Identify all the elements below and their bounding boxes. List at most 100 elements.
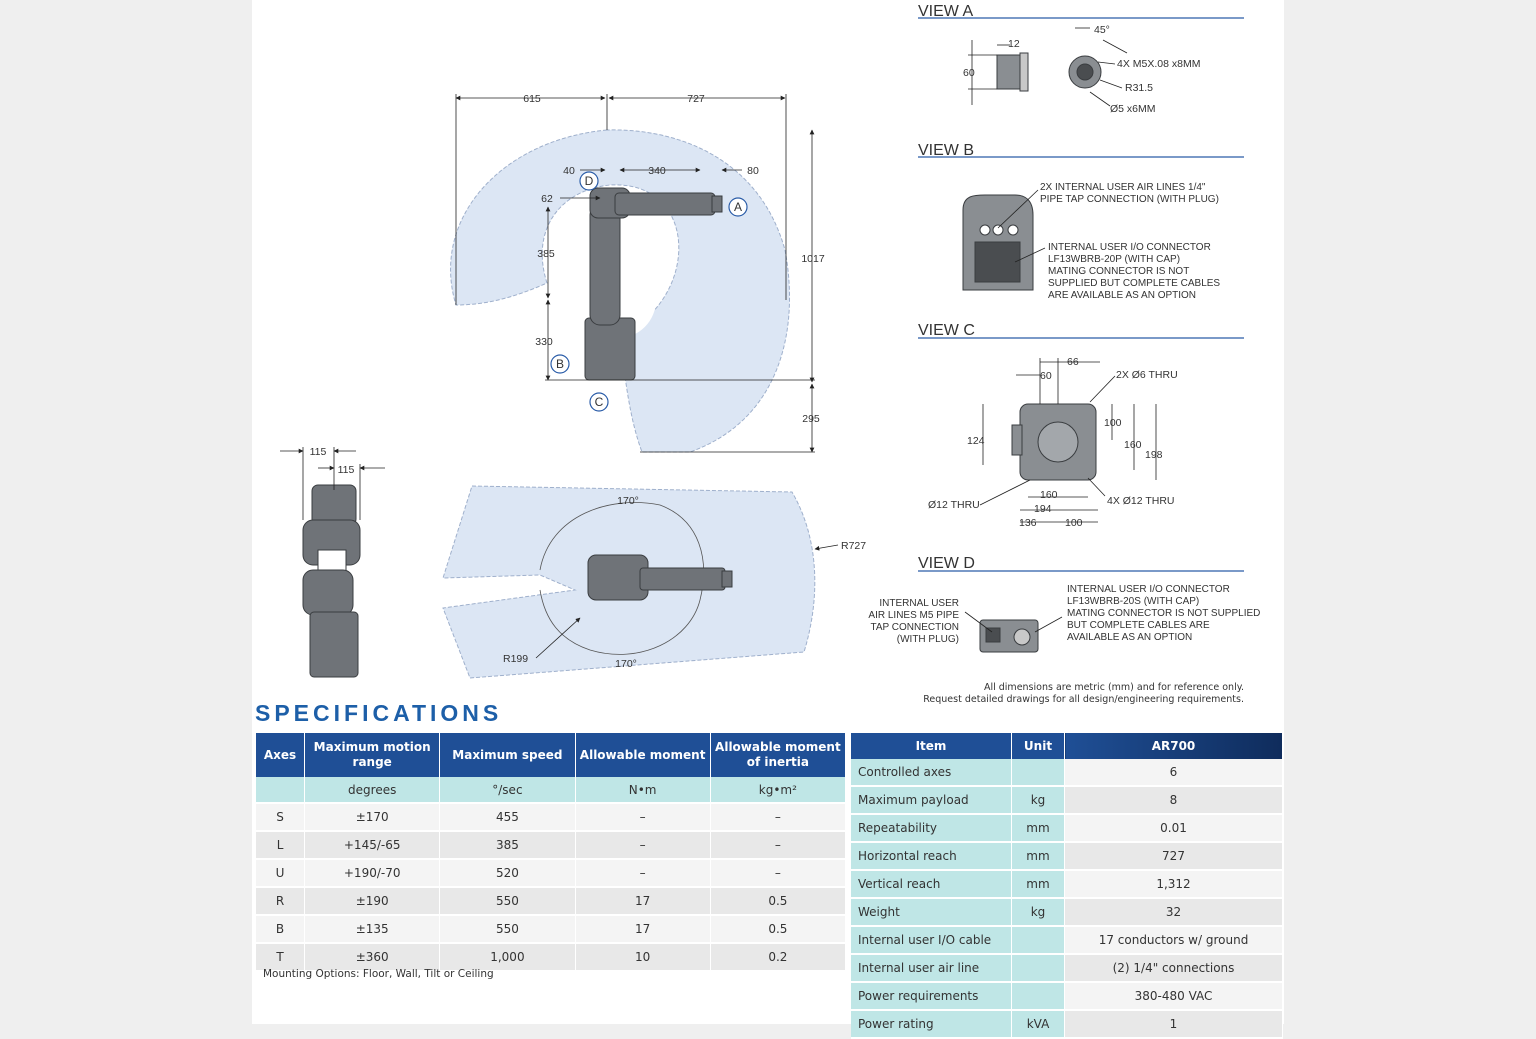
- robot-technical-drawing: 615 727 40 340 80 62 385 330 1017 295 A …: [280, 3, 1260, 679]
- table-cell: ±170: [304, 803, 441, 832]
- view-d-right-line3: MATING CONNECTOR IS NOT SUPPLIED: [1067, 608, 1260, 619]
- header-allowable-moment: Allowable moment: [575, 733, 711, 777]
- table-row: L +145/-65 385 – –: [256, 831, 847, 860]
- dim-295: 295: [802, 413, 820, 425]
- top-angle-170-bottom: 170°: [615, 658, 637, 670]
- view-c-dim-4x-12-thru: 4X Ø12 THRU: [1107, 495, 1175, 507]
- view-c-dim-136: 136: [1019, 517, 1037, 529]
- view-b-io-note-line2: LF13WBRB-20P (WITH CAP): [1048, 254, 1180, 265]
- view-d-right-line2: LF13WBRB-20S (WITH CAP): [1067, 596, 1199, 607]
- spec-value: 17 conductors w/ ground: [1064, 926, 1283, 955]
- robot-top-body: [587, 554, 733, 601]
- table-cell: 455: [439, 803, 576, 832]
- spec-item: Weight: [851, 898, 1012, 927]
- dimensions-note-line2: Request detailed drawings for all design…: [923, 694, 1244, 705]
- table-row: U +190/-70 520 – –: [256, 859, 847, 888]
- view-c-dim-160-bottom: 160: [1040, 489, 1058, 501]
- mounting-options-note: Mounting Options: Floor, Wall, Tilt or C…: [263, 968, 494, 980]
- spec-unit: mm: [1011, 814, 1065, 843]
- view-b-io-note-line5: ARE AVAILABLE AS AN OPTION: [1048, 290, 1196, 301]
- view-c-dim-12-thru: Ø12 THRU: [928, 499, 980, 511]
- table-cell: –: [575, 831, 711, 860]
- axis-name: T: [256, 943, 306, 972]
- spec-item: Horizontal reach: [851, 842, 1012, 871]
- table-cell: ±190: [304, 887, 441, 916]
- header-model: AR700: [1064, 733, 1283, 759]
- spec-value: 32: [1064, 898, 1283, 927]
- table-cell: ±135: [304, 915, 441, 944]
- spec-unit: mm: [1011, 870, 1065, 899]
- table-cell: –: [710, 859, 847, 888]
- view-a-dim-60: 60: [963, 67, 975, 79]
- table-cell: 385: [439, 831, 576, 860]
- top-inner-radius: R199: [503, 653, 528, 665]
- dim-615: 615: [523, 93, 541, 105]
- spec-item: Maximum payload: [851, 786, 1012, 815]
- robot-side-body: [584, 187, 723, 381]
- table-cell: 550: [439, 887, 576, 916]
- view-a-note-radius: R31.5: [1125, 82, 1153, 94]
- axis-name: R: [256, 887, 306, 916]
- table-cell: –: [575, 859, 711, 888]
- view-c-dim-66: 66: [1067, 356, 1079, 368]
- spec-value: 727: [1064, 842, 1283, 871]
- front-view: 115 115: [280, 446, 385, 678]
- unit-cell: kg•m²: [710, 777, 847, 804]
- view-d: VIEW D INTERNAL USER AIR LINES M5 PIPE T…: [868, 555, 1260, 653]
- view-d-right-line5: AVAILABLE AS AN OPTION: [1067, 632, 1192, 643]
- table-cell: +145/-65: [304, 831, 441, 860]
- table-row: R ±190 550 17 0.5: [256, 887, 847, 916]
- dim-385: 385: [537, 248, 555, 260]
- spec-value: 380-480 VAC: [1064, 982, 1283, 1011]
- header-max-speed: Maximum speed: [439, 733, 576, 777]
- table-cell: 0.2: [710, 943, 847, 972]
- view-a-angle: 45°: [1094, 24, 1110, 36]
- dimensions-note-line1: All dimensions are metric (mm) and for r…: [983, 682, 1244, 693]
- axis-name: U: [256, 859, 306, 888]
- product-spec-table: Item Unit AR700 Controlled axes 6 Maximu…: [851, 733, 1283, 1039]
- header-allowable-inertia: Allowable moment of inertia: [710, 733, 847, 777]
- header-item: Item: [851, 733, 1012, 759]
- view-a-note-hole: Ø5 x6MM: [1110, 103, 1156, 115]
- table-row: Repeatability mm 0.01: [851, 814, 1283, 843]
- view-c-dim-194: 194: [1034, 503, 1052, 515]
- marker-c: C: [595, 395, 604, 409]
- view-a: VIEW A 12 60 45° 4X M5X.: [918, 3, 1244, 115]
- robot-front-body: [302, 484, 361, 678]
- dim-80: 80: [747, 165, 759, 177]
- view-d-left-line2: AIR LINES M5 PIPE: [868, 610, 959, 621]
- table-cell: 17: [575, 887, 711, 916]
- top-view: 170° 170° R727 R199: [442, 485, 866, 679]
- dim-40: 40: [563, 165, 575, 177]
- spec-value: 0.01: [1064, 814, 1283, 843]
- table-cell: –: [710, 831, 847, 860]
- table-row: Vertical reach mm 1,312: [851, 870, 1283, 899]
- table-cell: –: [710, 803, 847, 832]
- table-cell: 17: [575, 915, 711, 944]
- view-c: VIEW C: [918, 322, 1244, 529]
- spec-value: 8: [1064, 786, 1283, 815]
- dim-62: 62: [541, 193, 553, 205]
- view-b-io-note-line1: INTERNAL USER I/O CONNECTOR: [1048, 242, 1211, 253]
- view-d-left-line4: (WITH PLUG): [897, 634, 959, 645]
- view-c-dim-160-right: 160: [1124, 439, 1142, 451]
- specifications-heading: SPECIFICATIONS: [255, 700, 503, 726]
- spec-value: (2) 1/4" connections: [1064, 954, 1283, 983]
- table-cell: 10: [575, 943, 711, 972]
- table-row: Internal user I/O cable 17 conductors w/…: [851, 926, 1283, 955]
- spec-value: 6: [1064, 759, 1283, 787]
- table-cell: 520: [439, 859, 576, 888]
- axis-name: S: [256, 803, 306, 832]
- spec-item: Power rating: [851, 1010, 1012, 1039]
- table-cell: 550: [439, 915, 576, 944]
- table-row: T ±360 1,000 10 0.2: [256, 943, 847, 972]
- spec-item: Controlled axes: [851, 759, 1012, 787]
- view-b-io-note-line4: SUPPLIED BUT COMPLETE CABLES: [1048, 278, 1220, 289]
- dim-727: 727: [687, 93, 705, 105]
- unit-cell: °/sec: [439, 777, 576, 804]
- spec-item: Internal user I/O cable: [851, 926, 1012, 955]
- view-b-air-note-line2: PIPE TAP CONNECTION (WITH PLUG): [1040, 194, 1219, 205]
- table-cell: 1,000: [439, 943, 576, 972]
- view-a-note-thread: 4X M5X.08 x8MM: [1117, 58, 1200, 70]
- dim-front-115-bottom: 115: [338, 464, 355, 476]
